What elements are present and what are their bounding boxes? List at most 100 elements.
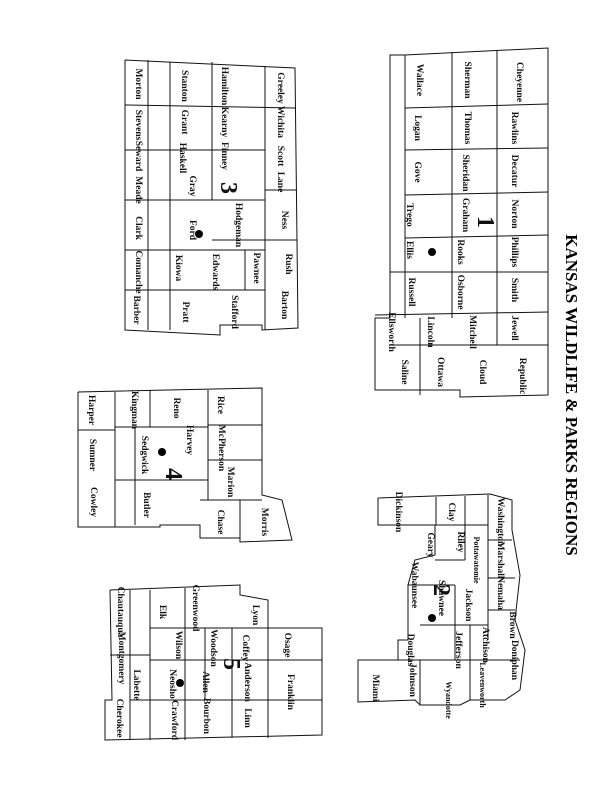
county-wilson: Wilson [173,631,183,660]
region-3-number: 3 [215,182,241,194]
county-kingman: Kingman [129,391,139,430]
county-jewell: Jewell [509,315,519,341]
county-chautauqua: Chautauqua [115,587,125,638]
county-harvey: Harvey [184,425,194,455]
county-norton: Norton [509,199,519,229]
county-pratt: Pratt [180,301,190,323]
county-anderson: Anderson [242,662,252,702]
region-2: Washington Marshall Nemaha Brown Donipha… [357,492,526,719]
county-kiowa: Kiowa [173,255,183,282]
county-smith: Smith [509,278,519,303]
county-nemaha: Nemaha [495,576,505,610]
county-chase: Chase [215,510,225,535]
county-wyandotte: Wyandotte [444,681,453,719]
map-title: KANSAS WILDLIFE & PARKS REGIONS [562,234,581,556]
county-coffey: Coffey [240,635,250,662]
county-wallace: Wallace [414,64,424,96]
county-rush: Rush [283,253,293,275]
county-geary: Geary [425,532,435,558]
county-osborne: Osborne [455,275,465,310]
county-washington: Washington [495,498,505,547]
county-haskell: Haskell [177,143,187,174]
county-gove: Gove [412,161,422,182]
county-gray: Gray [187,175,197,196]
county-atchison: Atchison [480,627,490,664]
county-trego: Trego [404,203,414,227]
region-5-office-dot [176,679,184,687]
county-republic: Republic [517,358,527,394]
county-rawlins: Rawlins [509,112,519,145]
county-doniphan: Doniphan [509,640,519,681]
county-ford: Ford [187,220,197,241]
county-rooks: Rooks [455,239,465,265]
region-2-number: 2 [428,584,454,596]
county-bourbon: Bourbon [201,698,211,735]
county-cherokee: Cherokee [114,699,124,738]
county-stevens: Stevens [133,110,143,141]
county-comanche: Comanche [133,250,143,293]
county-hodgeman: Hodgeman [233,203,243,248]
county-meade: Meade [133,176,143,203]
county-franklin: Franklin [285,674,295,711]
county-labette: Labette [131,669,141,700]
county-logan: Logan [412,115,422,142]
county-edwards: Edwards [210,254,220,291]
county-cowley: Cowley [88,487,98,517]
region-1-number: 1 [472,216,498,228]
county-clark: Clark [133,216,143,240]
region-2-office-dot [428,614,436,622]
county-linn: Linn [242,708,252,728]
county-greenwood: Greenwood [190,585,200,633]
county-cloud: Cloud [477,360,487,386]
county-douglas: Douglas [405,634,415,667]
county-ellis: Ellis [404,241,414,259]
county-barber: Barber [131,295,141,325]
county-stanton: Stanton [179,70,189,102]
county-lincoln: Lincoln [425,316,435,348]
county-morris: Morris [259,508,269,537]
region-4: Rice McPherson Marion Morris Chase Reno … [77,387,293,543]
region-1-office-dot [428,248,436,256]
county-ellsworth: Ellsworth [386,312,396,352]
county-ness: Ness [279,211,289,230]
county-clay: Clay [446,503,456,522]
region-1: Cheyenne Rawlins Decatur Norton Phillips… [374,47,549,398]
county-phillips: Phillips [509,237,519,268]
county-crawford: Crawford [169,700,179,741]
county-elk: Elk [157,605,167,620]
county-grant: Grant [179,110,189,136]
county-seward: Seward [133,141,143,172]
county-wabaunsee: Wabaunsee [409,562,419,608]
county-lane: Lane [275,172,285,193]
county-barton: Barton [279,291,289,320]
county-shawnee: Shawnee [436,580,446,616]
county-mitchell: Mitchell [467,315,477,349]
county-greeley: Greeley [275,72,285,104]
county-osage: Osage [282,633,292,658]
county-woodson: Woodson [208,629,218,667]
county-lyon: Lyon [250,605,260,626]
county-hamilton: Hamilton [219,67,229,106]
county-mcpherson: McPherson [216,425,226,472]
county-saline: Saline [399,360,409,385]
region-4-number: 4 [160,468,186,480]
county-marion: Marion [225,467,235,498]
region-1-boundaries [374,47,549,398]
county-sumner: Sumner [87,439,97,472]
county-reno: Reno [171,397,181,418]
county-leavenworth: Leavenworth [478,662,487,708]
region-3-office-dot [195,230,203,238]
county-pottawatomie: Pottawatomie [472,536,481,584]
county-marshall: Marshall [495,542,505,579]
county-sheridan: Sheridan [460,155,470,193]
county-sherman: Sherman [462,62,472,100]
region-4-office-dot [158,448,166,456]
county-wichita: Wichita [275,106,285,138]
county-thomas: Thomas [462,112,472,145]
county-dickinson: Dickinson [393,492,403,533]
county-johnson: Johnson [407,663,417,698]
county-sedgwick: Sedgwick [139,436,149,475]
county-montgomery: Montgomery [116,632,126,685]
county-cheyenne: Cheyenne [514,62,524,102]
